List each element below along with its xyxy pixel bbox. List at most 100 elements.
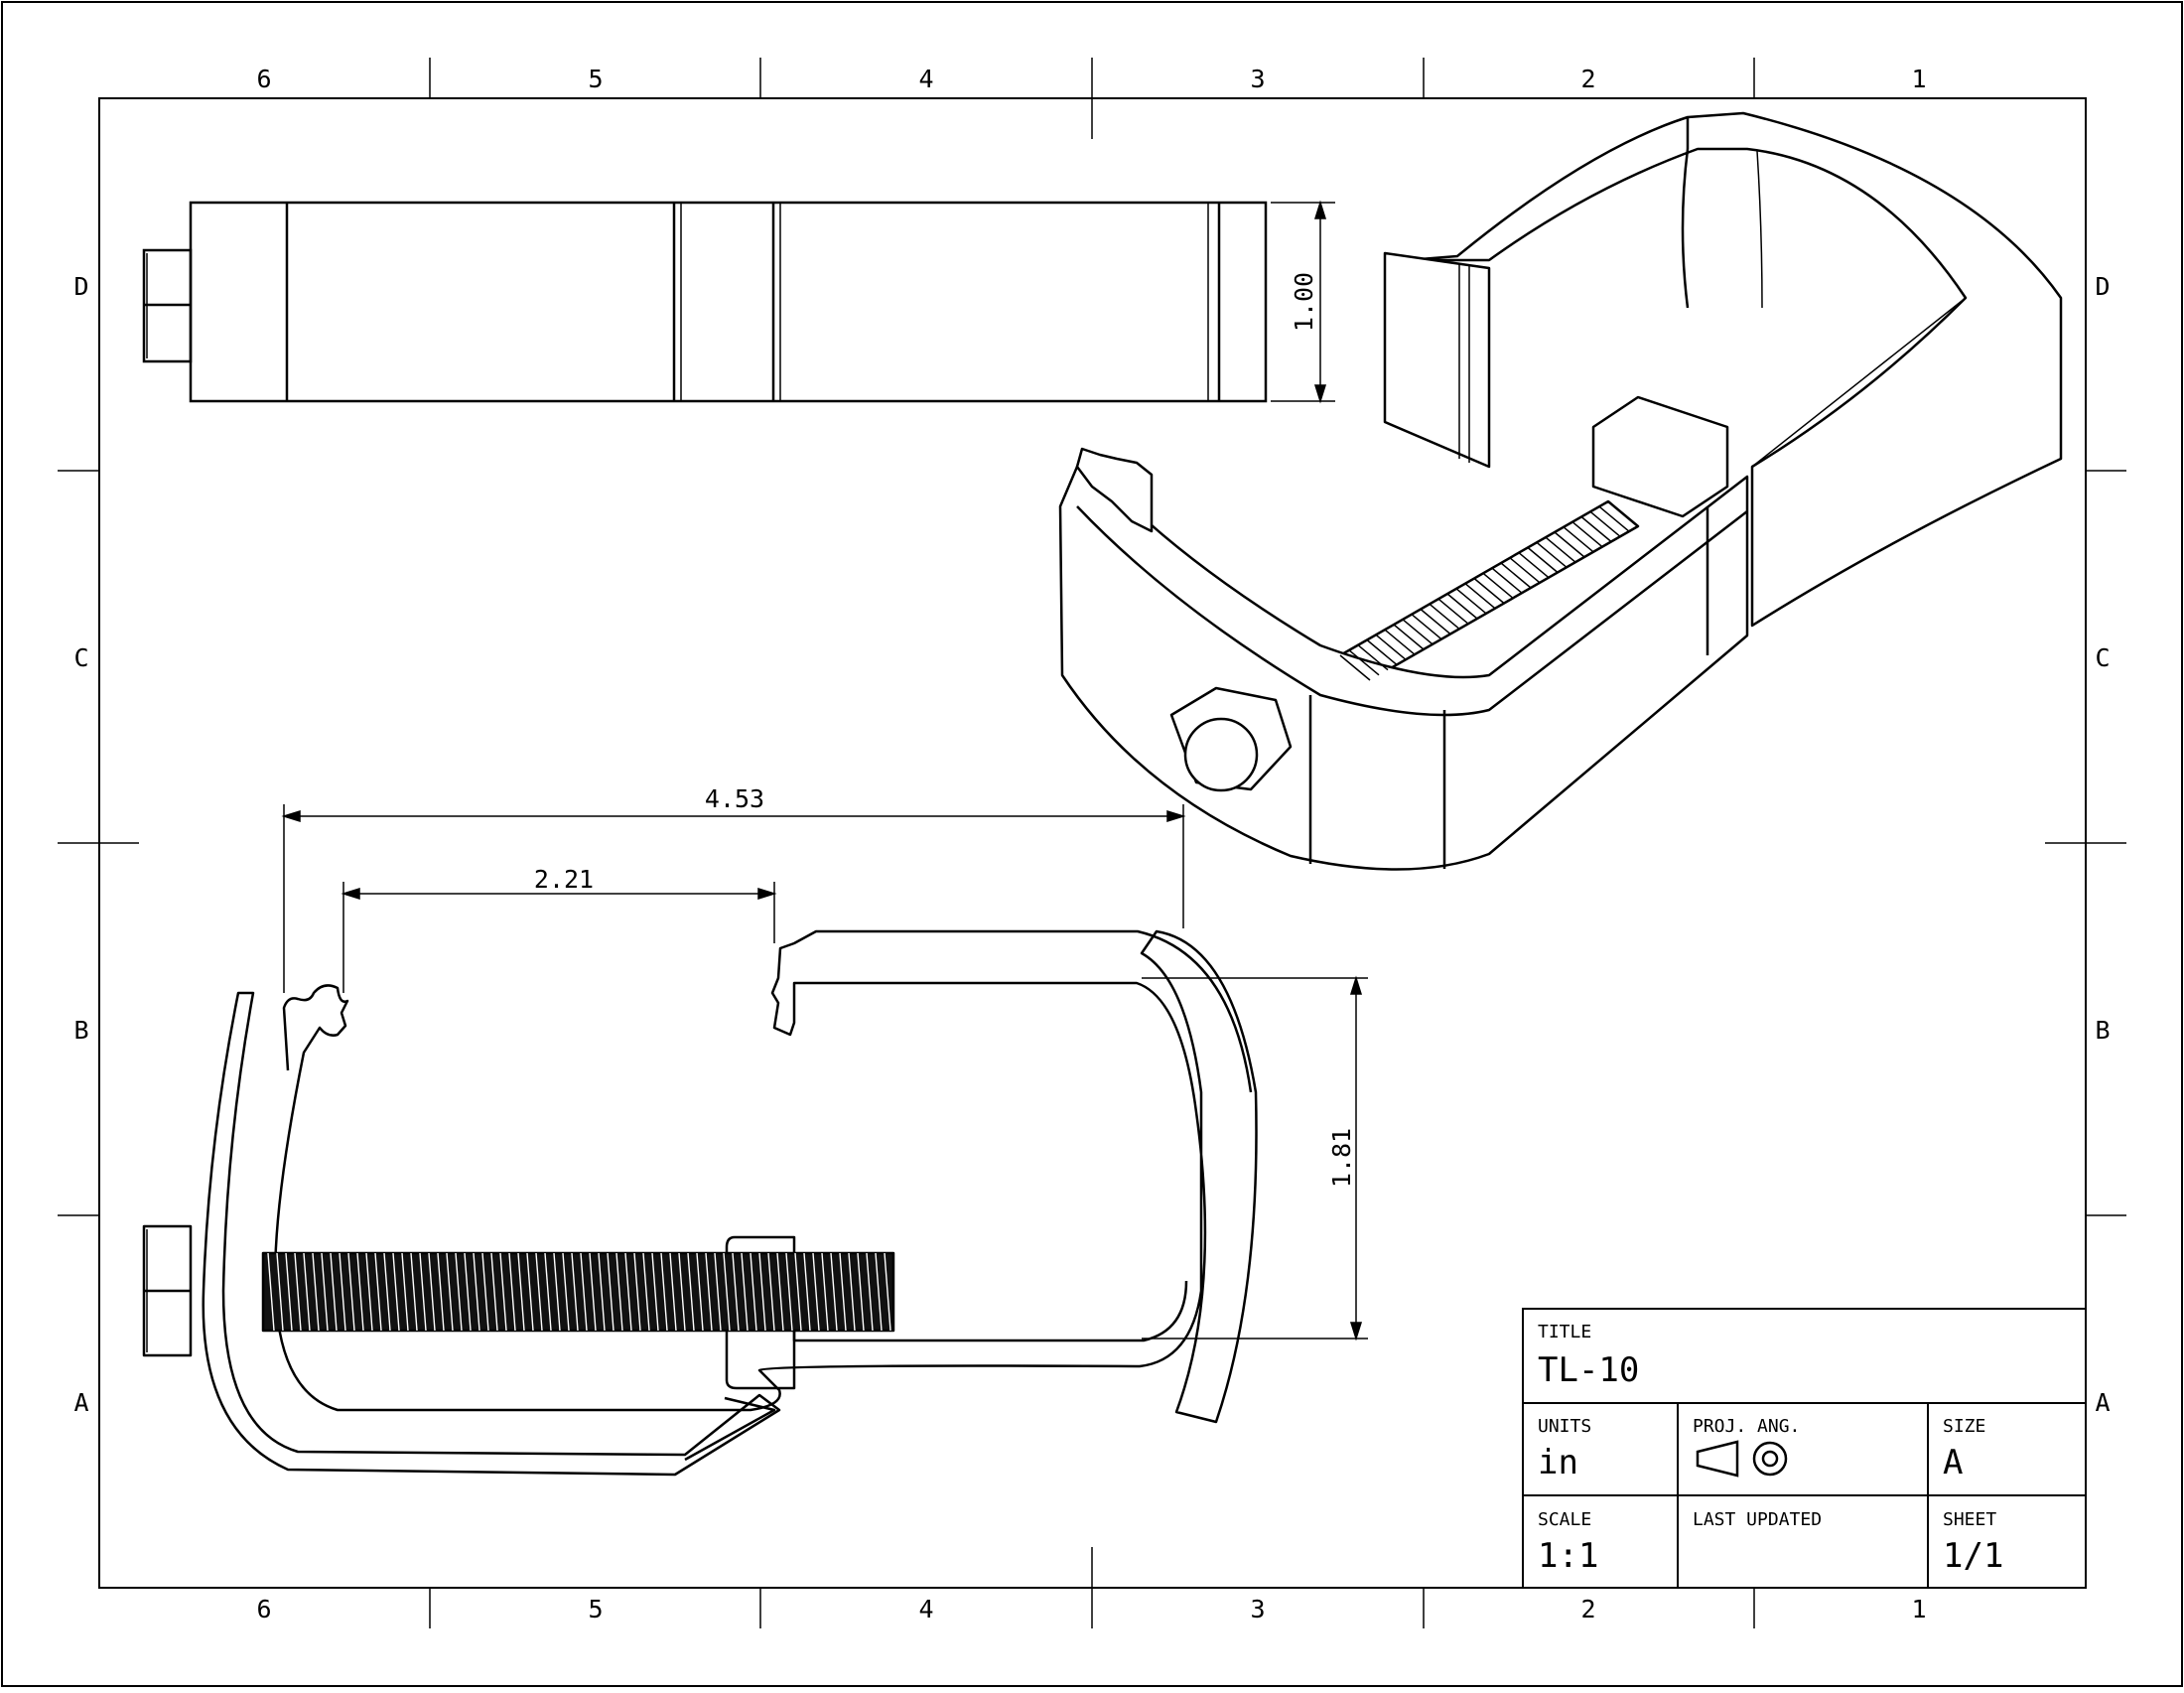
thread-line [875, 1252, 883, 1332]
thread-line [696, 1252, 704, 1332]
thread-line [303, 1252, 311, 1332]
thread-line [589, 1252, 597, 1332]
dim-frame-depth [1142, 975, 1368, 1341]
thread-line [383, 1252, 391, 1332]
title-value: TL-10 [1538, 1350, 1639, 1390]
front-view [142, 929, 1258, 1477]
thread-line [660, 1252, 668, 1332]
scale-label: SCALE [1538, 1509, 1591, 1530]
thread-line [562, 1252, 570, 1332]
thread-line [481, 1252, 489, 1332]
zone-row-a-left: A [73, 1388, 88, 1417]
thread-line [473, 1252, 480, 1332]
dim-overall-length [281, 804, 1186, 993]
isometric-view [1058, 111, 2063, 871]
thread-line [401, 1252, 409, 1332]
front-view-frame [273, 929, 1258, 1424]
thread-line [678, 1252, 686, 1332]
sheet-label: SHEET [1943, 1509, 1996, 1530]
front-view-hex-nut [142, 1224, 193, 1357]
thread-line [517, 1252, 525, 1332]
zone-col-5-bottom: 5 [588, 1595, 603, 1623]
thread-line [428, 1252, 436, 1332]
front-view-sliding-jaw [725, 1235, 796, 1390]
thread-line [356, 1252, 364, 1332]
thread-line [347, 1252, 355, 1332]
iso-thread-lines [1339, 500, 1639, 681]
size-value: A [1943, 1443, 1963, 1482]
iso-sliding-block [1591, 395, 1729, 518]
zone-col-3-bottom: 3 [1250, 1595, 1265, 1623]
zone-col-6-top: 6 [256, 65, 271, 93]
thread-line [651, 1252, 659, 1332]
iso-back-jaw-pad [1383, 251, 1491, 469]
top-view-body [189, 201, 1268, 403]
thread-line [526, 1252, 534, 1332]
zone-col-1-top: 1 [1911, 65, 1926, 93]
thread-line [687, 1252, 695, 1332]
thread-line [758, 1252, 766, 1332]
title-label: TITLE [1538, 1322, 1591, 1342]
thread-line [544, 1252, 552, 1332]
thread-line [803, 1252, 811, 1332]
zone-row-a-right: A [2095, 1388, 2110, 1417]
thread-line [571, 1252, 579, 1332]
iso-back-frame [1406, 111, 2063, 628]
dim-jaw-opening [341, 882, 777, 993]
dim-top-height [1271, 200, 1335, 404]
thread-line [508, 1252, 516, 1332]
zone-ticks [58, 58, 2126, 1628]
zone-row-b-left: B [73, 1016, 88, 1045]
thread-line [553, 1252, 561, 1332]
thread-line [339, 1252, 346, 1332]
thread-line [669, 1252, 677, 1332]
zone-col-2-bottom: 2 [1580, 1595, 1595, 1623]
thread-line [580, 1252, 588, 1332]
thread-line [866, 1252, 874, 1332]
zone-col-4-top: 4 [918, 65, 933, 93]
thread-line [884, 1252, 891, 1332]
zone-row-d-left: D [73, 272, 88, 301]
thread-line [490, 1252, 498, 1332]
thread-line [535, 1252, 543, 1332]
zone-col-5-top: 5 [588, 65, 603, 93]
thread-line [312, 1252, 320, 1332]
thread-line [723, 1252, 731, 1332]
thread-line [794, 1252, 802, 1332]
size-label: SIZE [1943, 1416, 1985, 1437]
dim-overall-length-label: 4.53 [705, 784, 764, 813]
zone-col-6-bottom: 6 [256, 1595, 271, 1623]
thread-line [848, 1252, 856, 1332]
thread-line [615, 1252, 623, 1332]
thread-line [365, 1252, 373, 1332]
thread-line [750, 1252, 757, 1332]
zone-col-2-top: 2 [1580, 65, 1595, 93]
units-value: in [1538, 1443, 1578, 1482]
thread-line [633, 1252, 641, 1332]
thread-line [821, 1252, 829, 1332]
front-view-wedge-tail [684, 1396, 776, 1462]
proj-angle-label: PROJ. ANG. [1693, 1416, 1800, 1437]
thread-line [464, 1252, 472, 1332]
thread-line [499, 1252, 507, 1332]
thread-line [714, 1252, 722, 1332]
title-block [1522, 1308, 2087, 1589]
zone-col-4-bottom: 4 [918, 1595, 933, 1623]
thread-line [267, 1252, 275, 1332]
third-angle-projection-icon [1696, 1440, 1788, 1478]
thread-line [624, 1252, 632, 1332]
thread-line [446, 1252, 454, 1332]
zone-row-c-left: C [73, 643, 88, 672]
thread-line [642, 1252, 650, 1332]
thread-line [767, 1252, 775, 1332]
zone-row-d-right: D [2095, 272, 2110, 301]
thread-line [392, 1252, 400, 1332]
thread-line [330, 1252, 338, 1332]
thread-line [455, 1252, 463, 1332]
thread-line [830, 1252, 838, 1332]
sheet-value: 1/1 [1943, 1536, 2003, 1576]
thread-line [705, 1252, 713, 1332]
thread-line [785, 1252, 793, 1332]
